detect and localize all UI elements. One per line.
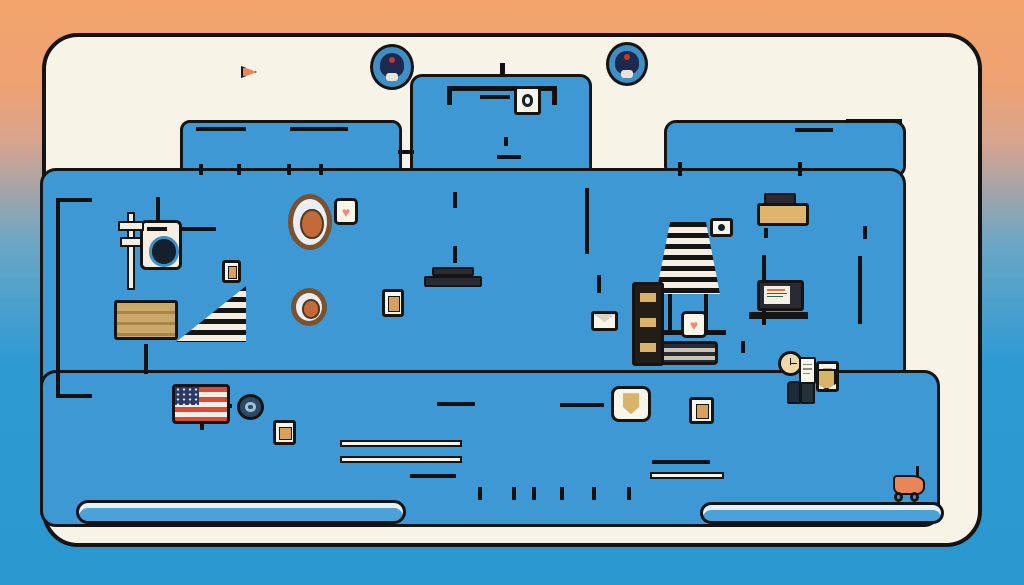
pole-icon <box>118 212 144 290</box>
connector-line <box>500 63 505 77</box>
connector-line <box>200 421 204 430</box>
connector-line <box>480 95 510 99</box>
connector-line <box>319 164 323 175</box>
frame-icon <box>273 420 296 445</box>
seal-blue-icon <box>370 44 414 90</box>
connector-line <box>704 292 708 330</box>
connector-line <box>287 164 291 175</box>
connector-line <box>437 402 475 406</box>
spiral-icon <box>237 394 264 420</box>
connector-line <box>410 474 456 478</box>
connector-line <box>678 162 682 176</box>
typewriter-icon <box>764 193 796 205</box>
heart-box-icon: ♥ <box>681 311 707 338</box>
connector-line <box>497 155 521 159</box>
frame-icon <box>382 289 404 317</box>
box-emblem-icon <box>514 86 541 115</box>
badge-icon <box>817 369 836 390</box>
deskbar-icon <box>749 312 808 319</box>
connector-line <box>453 192 457 208</box>
connector-line <box>398 150 414 154</box>
monitor-icon <box>757 280 804 311</box>
figure-person <box>136 74 175 166</box>
paper-icon <box>799 357 816 384</box>
crate-icon <box>114 300 178 340</box>
connector-line <box>453 246 457 263</box>
connector-line <box>597 275 601 293</box>
figure-platform <box>700 502 944 524</box>
pennant-icon <box>241 66 257 78</box>
connector-line <box>340 440 462 447</box>
connector-line <box>858 256 862 324</box>
stroller-icon <box>891 466 926 504</box>
connector-line <box>668 292 672 330</box>
connector-line <box>627 487 631 500</box>
connector-line <box>846 119 902 123</box>
seal-ornate-icon <box>291 288 327 326</box>
connector-line <box>144 344 148 374</box>
seal-blue-icon <box>606 42 648 86</box>
connector-line <box>447 86 557 91</box>
connector-line <box>56 198 92 202</box>
frame-icon <box>222 260 241 283</box>
connector-line <box>56 394 92 398</box>
washing-icon <box>140 220 182 270</box>
heart-glyph: ♥ <box>689 316 699 333</box>
connector-line <box>504 137 508 146</box>
figure-platform <box>76 500 406 524</box>
connector-line <box>798 162 802 176</box>
connector-line <box>447 91 452 105</box>
connector-line <box>764 228 768 238</box>
connector-line <box>560 487 564 500</box>
connector-line <box>560 403 604 407</box>
connector-line <box>741 341 745 353</box>
connector-line <box>592 487 596 500</box>
connector-line <box>290 127 348 131</box>
connector-line <box>158 227 216 231</box>
connector-line <box>478 487 482 500</box>
connector-line <box>196 127 246 131</box>
pedestal-icon <box>432 267 474 276</box>
heart-box-icon: ♥ <box>334 198 358 225</box>
connector-line <box>56 198 60 398</box>
frame-icon <box>689 397 714 424</box>
tower-icon <box>632 282 664 366</box>
envelope-icon <box>591 311 618 331</box>
blue-panel <box>410 74 592 178</box>
desk-icon <box>757 203 809 226</box>
connector-line <box>199 164 203 175</box>
discs-icon <box>656 341 718 365</box>
flag-icon <box>172 384 230 424</box>
heart-glyph: ♥ <box>341 203 351 220</box>
connector-line <box>340 456 462 463</box>
connector-line <box>795 128 833 132</box>
pedestal-icon <box>424 276 482 287</box>
shield-box-icon <box>611 386 651 422</box>
connector-line <box>237 164 241 175</box>
connector-line <box>552 91 557 105</box>
camera-icon <box>710 218 733 237</box>
connector-line <box>650 472 724 479</box>
connector-line <box>156 197 160 229</box>
connector-line <box>532 487 536 500</box>
connector-line <box>863 226 867 239</box>
connector-line <box>652 460 710 464</box>
connector-line <box>512 487 516 500</box>
connector-line <box>585 188 589 254</box>
seal-ornate-icon <box>288 194 332 250</box>
